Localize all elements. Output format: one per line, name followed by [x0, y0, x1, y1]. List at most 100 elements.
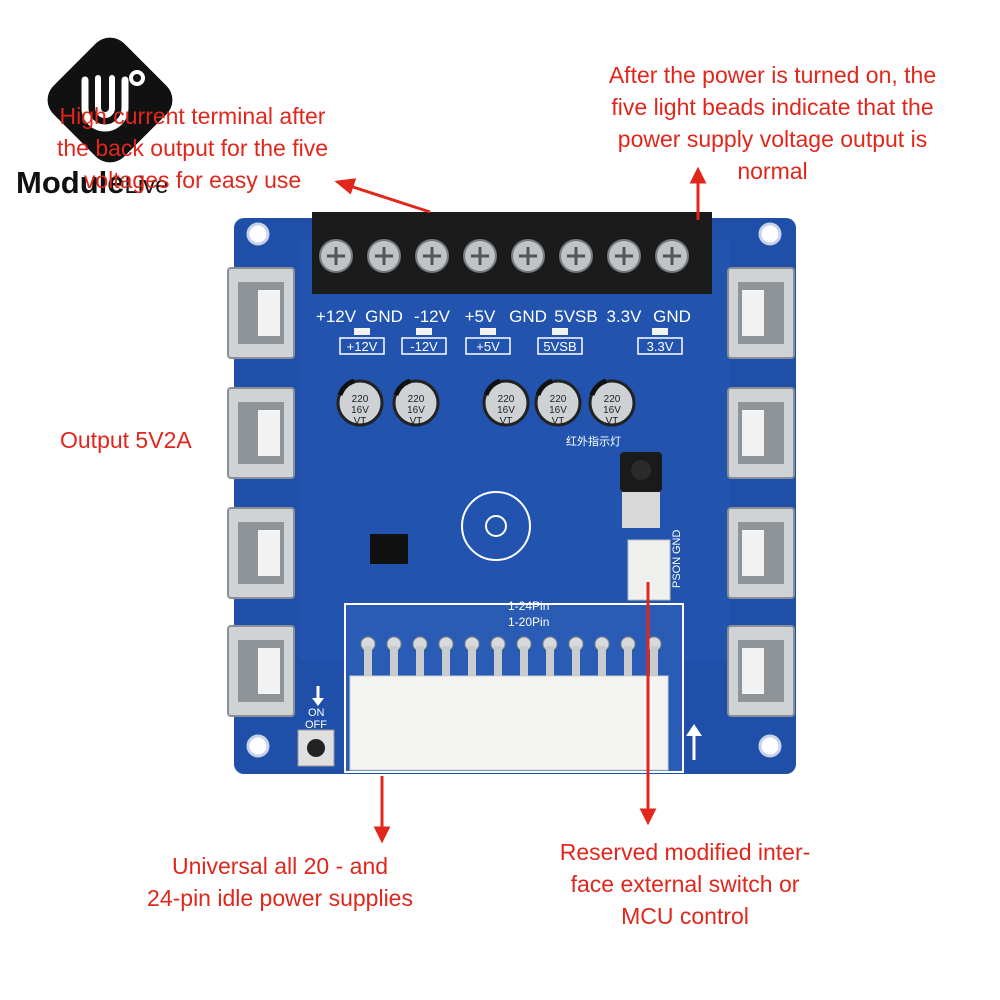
callout-terminal-line: High current terminal after	[59, 103, 326, 129]
terminal-block	[312, 212, 712, 294]
switch-label-off: OFF	[305, 719, 327, 731]
switch-label-on: ON	[308, 707, 325, 719]
capacitor-rating: 220	[550, 394, 567, 405]
ir-label: 红外指示灯	[566, 434, 621, 448]
usb-ports-right	[727, 267, 795, 717]
usb-port	[727, 387, 795, 479]
terminal-label: GND	[509, 307, 547, 326]
capacitor-mark: VT	[410, 416, 423, 427]
led-label: +5V	[476, 339, 500, 354]
callout-interface-line: Reserved modified inter-	[559, 839, 811, 865]
callout-terminal-line: voltages for easy use	[83, 167, 302, 193]
pin-label-24: 1-24Pin	[508, 599, 549, 613]
led-label: -12V	[410, 339, 438, 354]
capacitor-voltage: 16V	[351, 405, 369, 416]
capacitor-rating: 220	[408, 394, 425, 405]
capacitor-rating: 220	[352, 394, 369, 405]
usb-port	[227, 267, 295, 359]
capacitor-mark: VT	[552, 416, 565, 427]
terminal-screw	[415, 239, 449, 273]
logo-wordmark: ModuleLive	[16, 165, 169, 201]
terminal-screw	[319, 239, 353, 273]
callout-leds: After the power is turned on, the five l…	[560, 59, 985, 187]
logo-brand-light: Live	[124, 172, 169, 199]
terminal-screw	[559, 239, 593, 273]
callout-terminal-line: the back output for the five	[56, 135, 329, 161]
terminal-label: GND	[365, 307, 403, 326]
terminal-screw	[511, 239, 545, 273]
callout-connector-line: Universal all 20 - and	[171, 853, 389, 879]
connector-pin	[594, 636, 610, 682]
usb-port	[727, 507, 795, 599]
callout-leds-line: five light beads indicate that the	[611, 94, 934, 120]
led-label: +12V	[347, 339, 378, 354]
capacitor-voltage: 16V	[603, 405, 621, 416]
connector-pin	[620, 636, 636, 682]
callout-interface-line: MCU control	[621, 903, 749, 929]
connector-pin	[412, 636, 428, 682]
callout-usb: Output 5V2A	[60, 424, 220, 456]
callout-leds-line: After the power is turned on, the	[608, 62, 937, 88]
callout-interface: Reserved modified inter- face external s…	[520, 836, 850, 932]
logo-brand-bold: Module	[16, 165, 125, 200]
led-label: 3.3V	[647, 339, 674, 354]
callout-leds-line: power supply voltage output is	[617, 126, 928, 152]
led-indicator: 5VSB	[537, 328, 583, 355]
terminal-screw	[655, 239, 689, 273]
mounting-holes	[246, 222, 782, 758]
usb-port	[227, 625, 295, 717]
terminal-label: +12V	[316, 307, 357, 326]
callout-leds-line: normal	[737, 158, 808, 184]
terminal-screw	[367, 239, 401, 273]
connector-pin	[464, 636, 480, 682]
capacitor-voltage: 16V	[497, 405, 515, 416]
usb-port	[227, 387, 295, 479]
header-label-pson: PSON	[671, 557, 683, 588]
usb-port	[727, 625, 795, 717]
connector-pin	[438, 636, 454, 682]
capacitor-mark: VT	[354, 416, 367, 427]
terminal-label: 5VSB	[554, 307, 597, 326]
callout-interface-line: face external switch or	[570, 871, 800, 897]
led-indicator: +5V	[465, 328, 511, 355]
terminal-label: -12V	[414, 307, 451, 326]
callout-usb-line: Output 5V2A	[60, 427, 192, 453]
terminal-screw	[463, 239, 497, 273]
capacitor-rating: 220	[604, 394, 621, 405]
capacitor-mark: VT	[500, 416, 513, 427]
connector-pin	[542, 636, 558, 682]
connector-pin	[490, 636, 506, 682]
terminal-label: +5V	[465, 307, 496, 326]
led-indicator: -12V	[401, 328, 447, 355]
callout-connector: Universal all 20 - and 24-pin idle power…	[100, 850, 460, 914]
logo-icon	[47, 37, 173, 163]
terminal-label: GND	[653, 307, 691, 326]
led-label: 5VSB	[543, 339, 576, 354]
usb-port	[227, 507, 295, 599]
usb-port	[727, 267, 795, 359]
connector-pin	[516, 636, 532, 682]
capacitor-voltage: 16V	[549, 405, 567, 416]
pin-label-20: 1-20Pin	[508, 615, 549, 629]
capacitor-voltage: 16V	[407, 405, 425, 416]
connector-pin	[360, 636, 376, 682]
callout-terminal: High current terminal after the back out…	[20, 100, 365, 196]
connector-pin	[568, 636, 584, 682]
arrow-terminal	[349, 184, 431, 214]
capacitor-rating: 220	[498, 394, 515, 405]
usb-ports-left	[227, 267, 295, 717]
led-indicator: +12V	[339, 328, 385, 355]
capacitor-mark: VT	[606, 416, 619, 427]
terminal-screw	[607, 239, 641, 273]
callout-connector-line: 24-pin idle power supplies	[147, 885, 413, 911]
header-label-gnd: GND	[671, 530, 683, 555]
led-indicator: 3.3V	[637, 328, 683, 355]
connector-pin	[386, 636, 402, 682]
